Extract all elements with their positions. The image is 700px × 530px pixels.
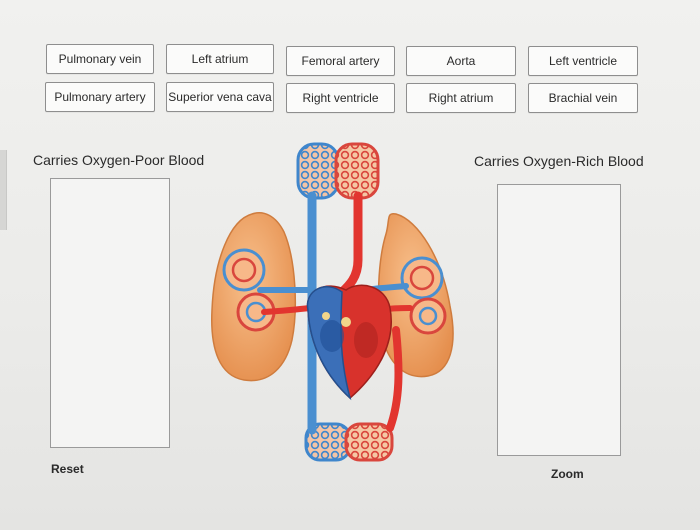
term-tile-aorta[interactable]: Aorta	[406, 46, 516, 76]
circulatory-system-diagram	[211, 142, 454, 462]
heart	[306, 284, 392, 401]
reset-button[interactable]: Reset	[51, 462, 84, 476]
term-tile-femoral-artery[interactable]: Femoral artery	[286, 46, 395, 76]
zoom-button[interactable]: Zoom	[551, 467, 584, 481]
oxygen-poor-heading: Carries Oxygen-Poor Blood	[33, 152, 205, 168]
term-tile-right-atrium[interactable]: Right atrium	[406, 83, 516, 113]
term-tile-superior-vena-cava[interactable]: Superior vena cava	[166, 82, 274, 112]
term-tile-left-atrium[interactable]: Left atrium	[166, 44, 274, 74]
term-tile-right-ventricle[interactable]: Right ventricle	[286, 83, 395, 113]
term-tile-pulmonary-vein[interactable]: Pulmonary vein	[46, 44, 154, 74]
oxygen-rich-heading: Carries Oxygen-Rich Blood	[474, 153, 644, 169]
term-tile-left-ventricle[interactable]: Left ventricle	[528, 46, 638, 76]
right-lung	[377, 212, 454, 378]
left-edge-handle	[0, 150, 7, 230]
term-tile-brachial-vein[interactable]: Brachial vein	[528, 83, 638, 113]
lower-capillary-bed	[304, 422, 394, 462]
term-tile-pulmonary-artery[interactable]: Pulmonary artery	[45, 82, 155, 112]
upper-capillary-bed	[296, 142, 380, 200]
left-lung	[211, 212, 297, 382]
oxygen-poor-dropzone[interactable]	[50, 178, 170, 448]
oxygen-rich-dropzone[interactable]	[497, 184, 621, 456]
